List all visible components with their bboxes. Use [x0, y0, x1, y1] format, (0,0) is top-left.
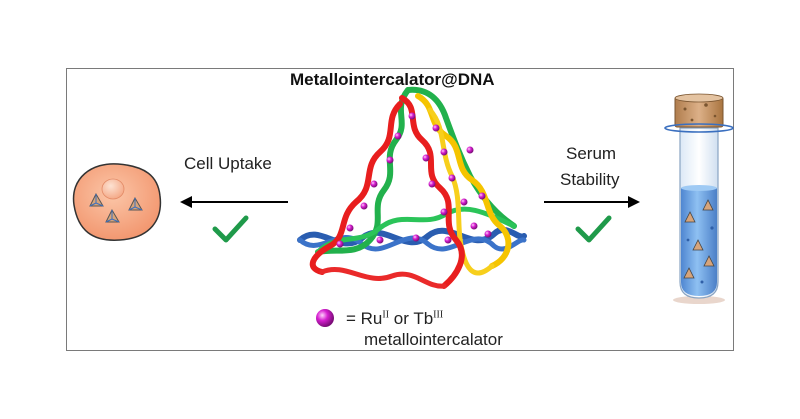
serum-label: Serum — [566, 144, 617, 163]
checkmark-icon — [212, 215, 249, 243]
dna-strand-red — [309, 101, 403, 275]
stability-label: Stability — [560, 170, 620, 189]
legend-bead-icon — [316, 309, 334, 327]
tube-rim — [664, 123, 734, 133]
diagram-title: Metallointercalator@DNA — [290, 70, 495, 89]
dna-tetrahedron — [297, 86, 527, 289]
tetrahedron-in-tube — [683, 199, 715, 279]
legend-description: metallointercalator — [364, 330, 503, 349]
dna-strand-red — [319, 267, 447, 289]
dna-strand-green — [315, 87, 411, 255]
cell-nucleus — [101, 178, 125, 200]
cell-illustration — [72, 163, 162, 241]
tetrahedron-in-cell-3 — [105, 208, 120, 223]
tube-shadow — [673, 296, 725, 304]
test-tube-illustration — [664, 93, 734, 304]
cell-uptake-arrow — [180, 196, 288, 208]
dna-strand-red — [399, 95, 465, 289]
checkmark-icon — [575, 215, 612, 243]
cell-uptake-label: Cell Uptake — [184, 154, 272, 173]
dna-strand-green — [315, 206, 517, 255]
ru-charge: II — [382, 309, 390, 321]
serum-stability-arrow — [544, 196, 640, 208]
cell-membrane — [72, 163, 162, 241]
metallointercalator-beads — [336, 112, 492, 248]
tetrahedron-in-cell-1 — [89, 192, 104, 207]
dna-strand-yellow — [427, 107, 495, 276]
legend-middle: or Tb — [389, 309, 434, 328]
diagram-frame — [66, 68, 734, 351]
legend-prefix: = Ru — [346, 309, 383, 328]
legend-equation: = RuII or TbIII — [346, 309, 443, 329]
tetrahedron-in-cell-2 — [128, 196, 143, 211]
tb-charge: III — [433, 309, 444, 321]
